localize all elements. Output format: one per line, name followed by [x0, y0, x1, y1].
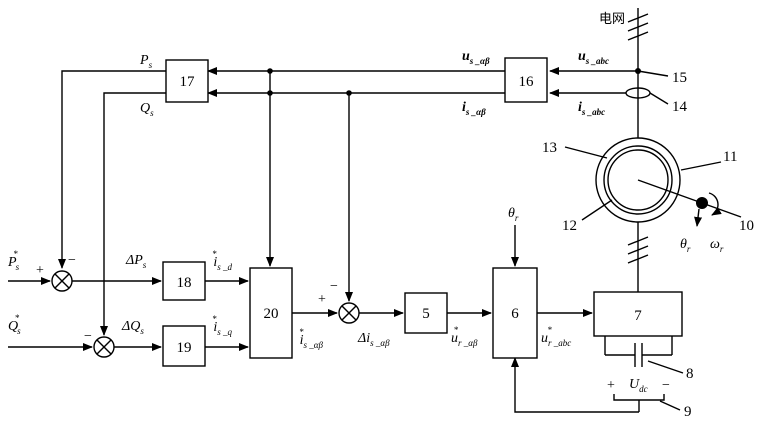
sign-i-minus: − [330, 279, 338, 294]
leader-11 [680, 161, 722, 171]
ref-8: 8 [686, 366, 694, 382]
signal-theta-r-out: θr [680, 237, 691, 254]
block-20 [249, 267, 293, 359]
ref-11: 11 [723, 149, 737, 165]
signal-isd-ref: is _d* [212, 249, 232, 272]
ref-9: 9 [684, 404, 692, 420]
leader-14 [649, 92, 669, 105]
block-7 [593, 291, 683, 337]
sum-junction-P [51, 270, 73, 292]
ref-15: 15 [672, 70, 687, 86]
udc-minus: − [662, 378, 670, 393]
signal-Qs-ref: Qs* [8, 313, 21, 336]
position-arrow [694, 208, 703, 227]
signal-urab-ref: ur _αβ* [451, 325, 478, 348]
signal-u-alphabeta: us _αβ [462, 49, 490, 66]
block-5 [404, 292, 448, 334]
block-17 [165, 59, 209, 103]
signal-isq-ref: is _q* [212, 314, 232, 337]
dc-capacitor-8 [604, 336, 673, 367]
leader-15 [637, 70, 669, 77]
signal-isab-ref: is _αβ* [299, 327, 324, 350]
ref-12: 12 [562, 218, 577, 234]
leader-9 [659, 400, 681, 411]
ref-10: 10 [739, 218, 754, 234]
sign-i-plus: + [318, 292, 326, 307]
three-phase-marks-top [627, 13, 649, 41]
block-6-label: 6 [511, 306, 519, 322]
Ps-feedback-line [58, 70, 166, 269]
signal-dPs: ΔPs [125, 253, 147, 270]
sign-P-minus: − [68, 253, 76, 268]
udc-plus: + [607, 378, 615, 393]
signal-omega-r: ωr [710, 237, 724, 254]
block-20-label: 20 [264, 306, 279, 322]
block-18-label: 18 [177, 275, 192, 291]
generator-rotor-12 [603, 145, 673, 215]
sum-junction-i [338, 302, 360, 324]
rotation-arrow [708, 192, 722, 216]
block-5-label: 5 [422, 306, 430, 322]
block-7-label: 7 [634, 308, 642, 324]
three-phase-marks-bottom [627, 236, 649, 264]
ref-13: 13 [542, 140, 557, 156]
signal-theta-r-in: θr [508, 206, 519, 223]
sign-Q-minus: − [84, 329, 92, 344]
signal-d-isab: Δis _αβ [357, 331, 390, 348]
leader-8 [647, 360, 684, 374]
block-16-label: 16 [519, 74, 535, 90]
block-18 [162, 261, 206, 301]
udc-bracket [613, 394, 665, 401]
udc-label: Udc [629, 377, 648, 394]
signal-i-alphabeta: is _αβ [462, 100, 486, 117]
signal-Ps-ref: Ps* [7, 249, 20, 272]
rotor-shaft-11 [637, 179, 742, 218]
sign-P-plus: + [36, 263, 44, 278]
signal-i-abc: is _abc [578, 100, 605, 117]
leader-13 [564, 146, 608, 159]
signal-u-abc: us _abc [578, 49, 609, 66]
grid-label: 电网 [599, 12, 625, 27]
signal-Qs: Qs [140, 101, 154, 118]
block-19-label: 19 [177, 340, 192, 356]
generator-rotor-inner [607, 149, 669, 211]
sum-junction-Q [93, 336, 115, 358]
block-16 [504, 57, 548, 103]
block-17-label: 17 [180, 74, 196, 90]
signal-dQs: ΔQs [121, 319, 144, 336]
block-19 [162, 325, 206, 367]
ref-14: 14 [672, 99, 688, 115]
udc-feedback-line [511, 357, 639, 413]
signal-Ps: Ps [139, 53, 153, 70]
Qs-feedback-line [100, 92, 166, 336]
encoder-10 [696, 197, 708, 209]
signal-urabc-ref: ur _abc* [541, 325, 571, 348]
leader-12 [581, 199, 613, 221]
